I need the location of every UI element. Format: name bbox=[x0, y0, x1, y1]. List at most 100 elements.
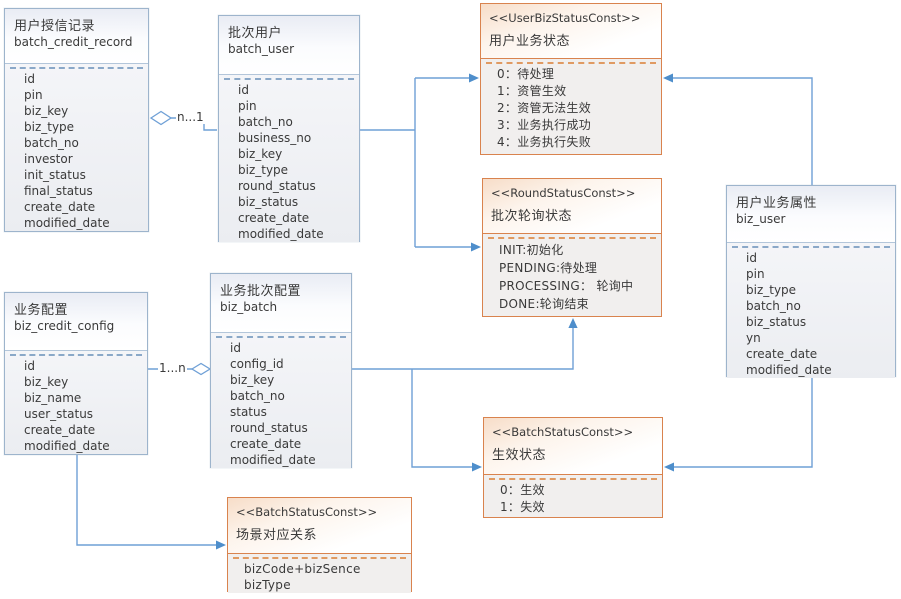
divider-dashed bbox=[489, 478, 657, 480]
const-title: 场景对应关系 bbox=[236, 528, 318, 543]
field-row: create_date bbox=[238, 211, 310, 225]
const-item: 0：待处理 bbox=[497, 67, 555, 81]
entity-fields: id pin batch_no business_no biz_key biz_… bbox=[219, 74, 359, 242]
multiplicity-label: 1...n bbox=[158, 361, 187, 375]
entity-box-batch-user: 批次用户 batch_user id pin batch_no business… bbox=[218, 15, 360, 242]
const-box-scene-mapping: <<BatchStatusConst>> 场景对应关系 bizCode+bizS… bbox=[227, 497, 412, 593]
divider-dashed bbox=[486, 62, 656, 64]
field-row: create_date bbox=[24, 423, 96, 437]
const-header: <<RoundStatusConst>> 批次轮询状态 bbox=[483, 179, 661, 233]
stereotype-label: <<UserBizStatusConst>> bbox=[489, 11, 641, 25]
field-row: batch_no bbox=[24, 136, 79, 150]
field-row: init_status bbox=[24, 168, 86, 182]
divider-dashed bbox=[732, 246, 890, 248]
const-title: 生效状态 bbox=[492, 448, 547, 463]
entity-table-name: biz_credit_config bbox=[14, 319, 115, 333]
field-row: biz_key bbox=[230, 373, 275, 387]
entity-header: 业务配置 biz_credit_config bbox=[5, 293, 147, 350]
field-row: batch_no bbox=[238, 115, 293, 129]
entity-box-batch-credit-record: 用户授信记录 batch_credit_record id pin biz_ke… bbox=[4, 8, 149, 232]
field-row: pin bbox=[24, 88, 43, 102]
arrowhead-icon bbox=[216, 540, 226, 550]
field-row: modified_date bbox=[238, 227, 324, 241]
field-row: id bbox=[230, 341, 241, 355]
divider-dashed bbox=[224, 78, 354, 80]
field-row: pin bbox=[238, 99, 257, 113]
const-items: bizCode+bizSence bizType bbox=[228, 553, 411, 593]
entity-title: 业务配置 bbox=[14, 303, 69, 318]
entity-fields: id biz_key biz_name user_status create_d… bbox=[5, 350, 147, 454]
entity-title: 业务批次配置 bbox=[220, 284, 302, 299]
connector-batch-user-to-status-consts bbox=[360, 77, 472, 248]
const-header: <<BatchStatusConst>> 场景对应关系 bbox=[228, 498, 411, 553]
const-box-user-biz-status: <<UserBizStatusConst>> 用户业务状态 0：待处理 1：资管… bbox=[480, 3, 662, 155]
arrowhead-icon bbox=[471, 242, 481, 252]
connector-biz-user-to-effect-status bbox=[673, 377, 813, 468]
const-box-effect-status: <<BatchStatusConst>> 生效状态 0：生效 1：失效 bbox=[483, 417, 663, 518]
connector-biz-user-to-user-biz-status bbox=[672, 77, 813, 185]
entity-title: 用户授信记录 bbox=[14, 19, 96, 34]
entity-table-name: biz_batch bbox=[220, 300, 278, 314]
field-row: id bbox=[238, 83, 249, 97]
multiplicity-label: n...1 bbox=[176, 110, 205, 124]
field-row: modified_date bbox=[24, 216, 110, 230]
arrowhead-icon bbox=[664, 462, 674, 472]
field-row: create_date bbox=[746, 347, 818, 361]
field-row: biz_type bbox=[746, 283, 797, 297]
field-row: config_id bbox=[230, 357, 284, 371]
entity-fields: id config_id biz_key batch_no status rou… bbox=[211, 332, 351, 468]
const-item: PROCESSING： 轮询中 bbox=[499, 279, 634, 293]
field-row: biz_status bbox=[238, 195, 299, 209]
const-item: 4：业务执行失败 bbox=[497, 135, 592, 149]
field-row: round_status bbox=[230, 421, 308, 435]
field-row: id bbox=[24, 72, 35, 86]
divider-dashed bbox=[488, 237, 656, 239]
const-item: DONE:轮询结束 bbox=[499, 297, 589, 311]
field-row: business_no bbox=[238, 131, 312, 145]
field-row: create_date bbox=[230, 437, 302, 451]
field-row: create_date bbox=[24, 200, 96, 214]
field-row: round_status bbox=[238, 179, 316, 193]
field-row: status bbox=[230, 405, 267, 419]
const-item: PENDING:待处理 bbox=[499, 261, 598, 275]
field-row: biz_key bbox=[24, 375, 69, 389]
const-header: <<UserBizStatusConst>> 用户业务状态 bbox=[481, 4, 661, 58]
connector-credit-config-to-scene-mapping bbox=[76, 455, 216, 546]
arrowhead-icon bbox=[472, 462, 482, 472]
const-items: 0：待处理 1：资管生效 2：资管无法生效 3：业务执行成功 4：业务执行失败 bbox=[481, 58, 661, 154]
aggregation-diamond-icon bbox=[190, 362, 212, 376]
const-item: 3：业务执行成功 bbox=[497, 118, 592, 132]
field-row: modified_date bbox=[230, 453, 316, 467]
entity-box-biz-credit-config: 业务配置 biz_credit_config id biz_key biz_na… bbox=[4, 292, 148, 455]
field-row: modified_date bbox=[24, 439, 110, 453]
const-title: 批次轮询状态 bbox=[491, 209, 573, 224]
connector-biz-batch-to-effect-status bbox=[411, 369, 472, 468]
entity-table-name: batch_credit_record bbox=[14, 35, 133, 49]
divider-dashed bbox=[216, 336, 346, 338]
entity-box-biz-user: 用户业务属性 biz_user id pin biz_type batch_no… bbox=[726, 185, 896, 378]
const-item: 1：失效 bbox=[500, 500, 545, 514]
const-item: 0：生效 bbox=[500, 483, 545, 497]
field-row: biz_type bbox=[24, 120, 75, 134]
arrowhead-icon bbox=[469, 73, 479, 83]
field-row: pin bbox=[746, 267, 765, 281]
entity-title: 用户业务属性 bbox=[736, 196, 818, 211]
const-item: 1：资管生效 bbox=[497, 84, 567, 98]
entity-table-name: biz_user bbox=[736, 212, 786, 226]
field-row: investor bbox=[24, 152, 73, 166]
aggregation-diamond-icon bbox=[149, 110, 173, 126]
divider-dashed bbox=[10, 354, 142, 356]
field-row: final_status bbox=[24, 184, 93, 198]
const-item: 2：资管无法生效 bbox=[497, 101, 592, 115]
entity-fields: id pin biz_type batch_no biz_status yn c… bbox=[727, 242, 895, 378]
const-item: bizType bbox=[244, 578, 291, 592]
field-row: id bbox=[746, 251, 757, 265]
entity-box-biz-batch: 业务批次配置 biz_batch id config_id biz_key ba… bbox=[210, 273, 352, 468]
field-row: biz_name bbox=[24, 391, 82, 405]
field-row: modified_date bbox=[746, 363, 832, 377]
stereotype-label: <<BatchStatusConst>> bbox=[236, 505, 378, 519]
field-row: user_status bbox=[24, 407, 94, 421]
const-title: 用户业务状态 bbox=[489, 34, 571, 49]
divider-dashed bbox=[10, 67, 143, 69]
entity-table-name: batch_user bbox=[228, 42, 295, 56]
